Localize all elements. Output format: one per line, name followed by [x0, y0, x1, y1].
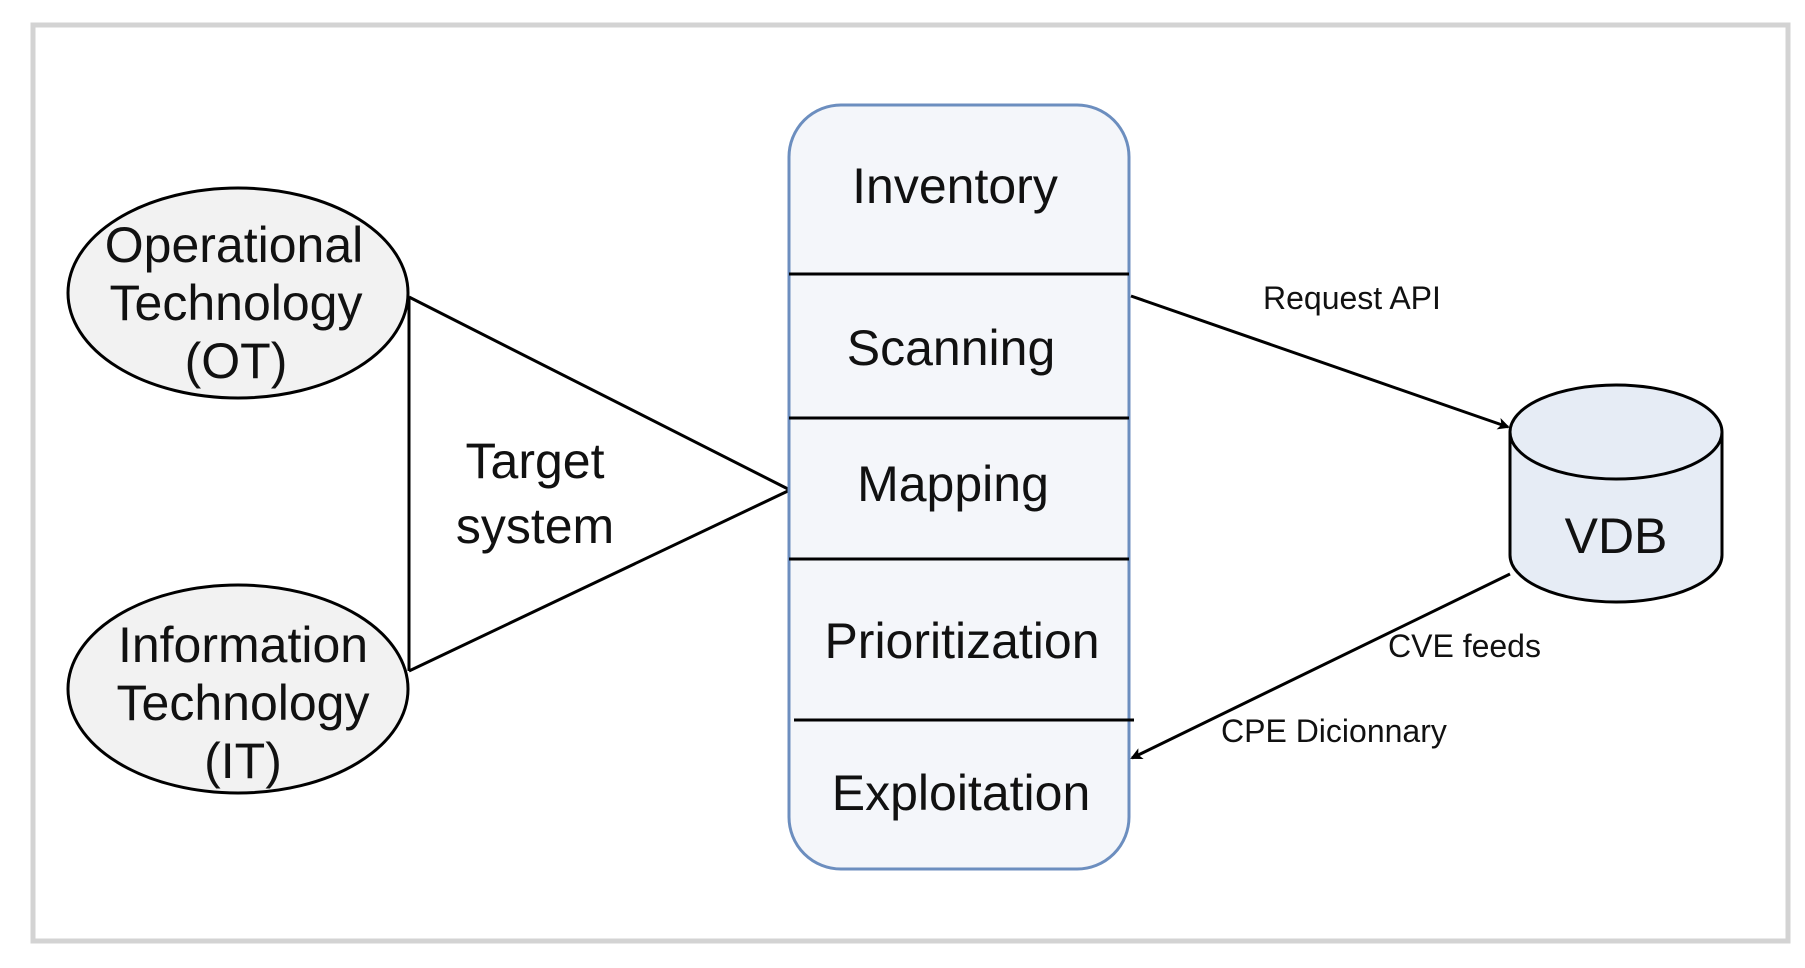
vdb-cylinder-body: [1508, 432, 1724, 604]
stage-mapping: Mapping: [857, 456, 1049, 512]
target-system-label-line2: system: [456, 498, 614, 554]
connector-ot-stack: [408, 295, 791, 492]
it-ellipse: [66, 583, 410, 795]
stage-scanning: Scanning: [847, 320, 1056, 376]
ot-label-line3: (OT): [185, 333, 288, 389]
vdb-database: VDB: [1508, 383, 1724, 604]
vdb-label: VDB: [1565, 508, 1668, 564]
connector-it-stack: [408, 488, 791, 673]
it-label-line1: Information: [118, 617, 368, 673]
cve-feeds-label: CVE feeds: [1388, 628, 1541, 664]
ot-label-line2: Technology: [110, 275, 363, 331]
ot-label-line1: Operational: [105, 217, 364, 273]
process-stack: Inventory Scanning Mapping Prioritizatio…: [787, 103, 1134, 871]
stage-exploitation: Exploitation: [832, 765, 1091, 821]
stage-inventory: Inventory: [852, 158, 1058, 214]
process-stack-box: [787, 103, 1131, 871]
target-system-triangle: [407, 295, 791, 673]
request-api-label: Request API: [1263, 280, 1441, 316]
cpe-dictionary-label: CPE Dicionnary: [1221, 713, 1447, 749]
target-system-label-line1: Target: [466, 433, 605, 489]
stage-prioritization: Prioritization: [824, 613, 1099, 669]
it-node: Information Technology (IT): [66, 583, 410, 795]
it-label-line2: Technology: [117, 675, 370, 731]
it-label-line3: (IT): [204, 733, 282, 789]
ot-ellipse: [66, 186, 410, 400]
vdb-cylinder-top: [1508, 383, 1724, 481]
request-api-arrow: [1130, 294, 1510, 430]
cve-feed-arrow: [1130, 572, 1511, 760]
ot-node: Operational Technology (OT): [66, 186, 410, 400]
